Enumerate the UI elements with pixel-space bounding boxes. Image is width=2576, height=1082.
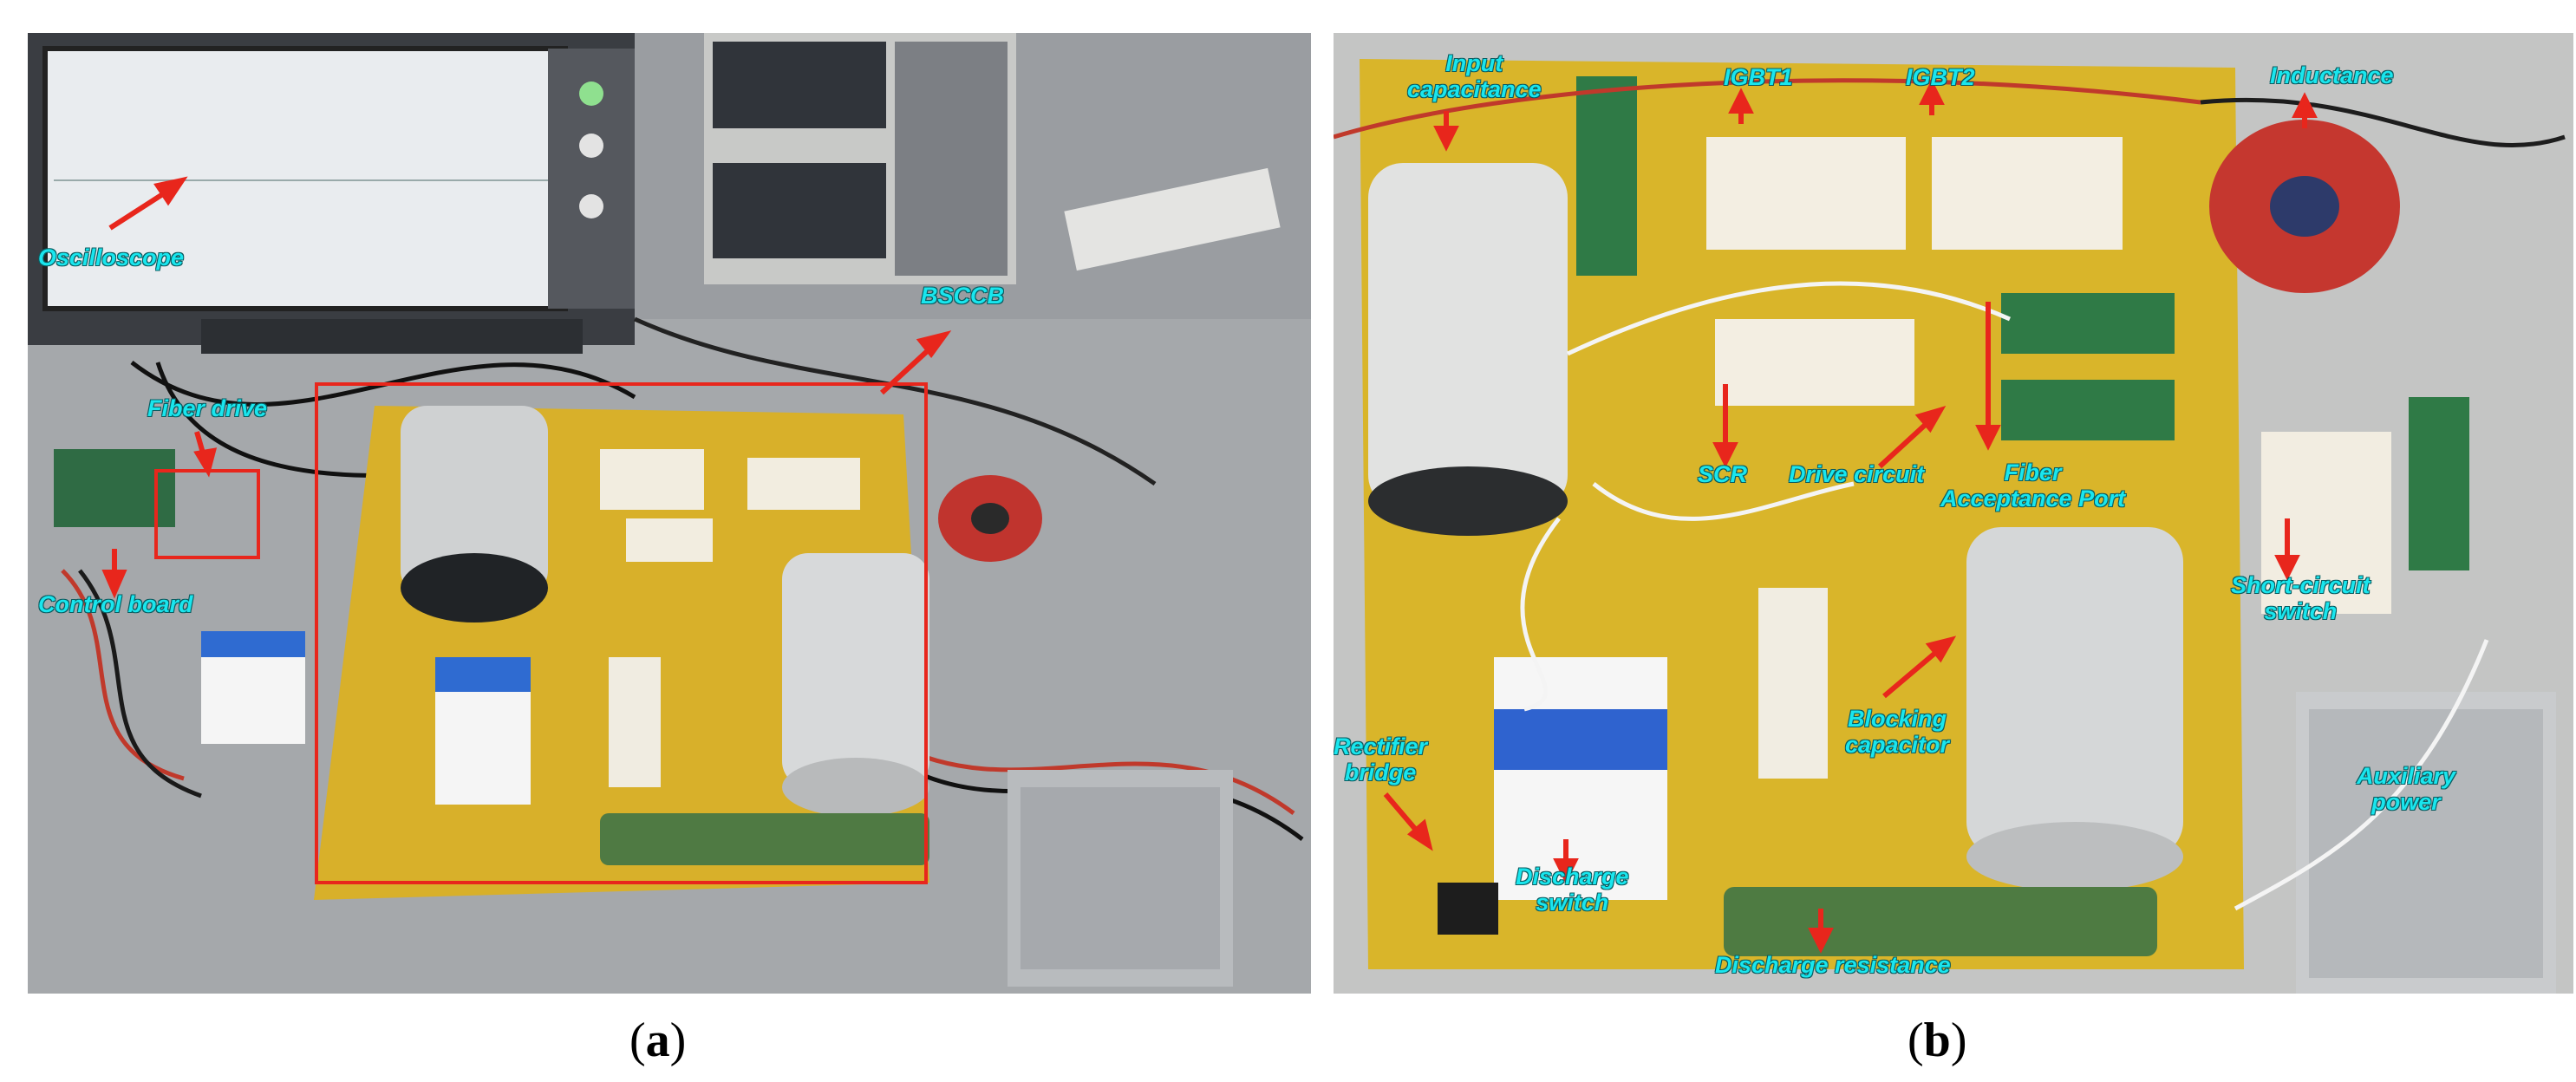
caption-b: (b)	[1908, 1014, 1967, 1067]
panel-a-photo: Oscilloscope Fiber drive BSCCB Control b…	[28, 33, 1311, 994]
label-fiber-drive: Fiber drive	[147, 395, 268, 421]
label-control-board: Control board	[38, 591, 193, 617]
panel-b-photo: Input capacitance IGBT1 IGBT2 Inductance…	[1334, 33, 2573, 994]
label-discharge-resistance: Discharge resistance	[1715, 952, 1951, 978]
label-input-capacitance: Input capacitance	[1407, 50, 1542, 102]
board-b	[1360, 59, 2244, 969]
panel-a-scene	[28, 33, 1311, 994]
background-instrument	[704, 33, 1281, 284]
label-short-circuit-switch: Short-circuit switch	[2231, 572, 2371, 624]
label-rectifier-bridge: Rectifier bridge	[1334, 733, 1428, 785]
caption-a-letter: a	[645, 1014, 670, 1067]
bsccb-board	[201, 406, 929, 900]
oscilloscope-device	[28, 33, 635, 354]
label-blocking-capacitor: Blocking capacitor	[1845, 706, 1950, 758]
label-fiber-acceptance-port: Fiber Acceptance Port	[1940, 460, 2126, 512]
label-oscilloscope: Oscilloscope	[38, 244, 185, 270]
label-drive-circuit: Drive circuit	[1789, 461, 1925, 487]
caption-a: (a)	[629, 1014, 687, 1067]
label-bsccb: BSCCB	[921, 283, 1005, 309]
label-discharge-switch: Discharge switch	[1516, 864, 1629, 916]
bsccb-box	[315, 382, 928, 884]
label-auxiliary-power: Auxiliary power	[2357, 763, 2456, 815]
label-igbt2: IGBT2	[1906, 64, 1975, 90]
label-inductance: Inductance	[2270, 62, 2394, 88]
label-igbt1: IGBT1	[1724, 64, 1793, 90]
label-scr: SCR	[1698, 461, 1748, 487]
caption-b-letter: b	[1923, 1014, 1951, 1067]
panel-b-scene	[1334, 33, 2573, 994]
